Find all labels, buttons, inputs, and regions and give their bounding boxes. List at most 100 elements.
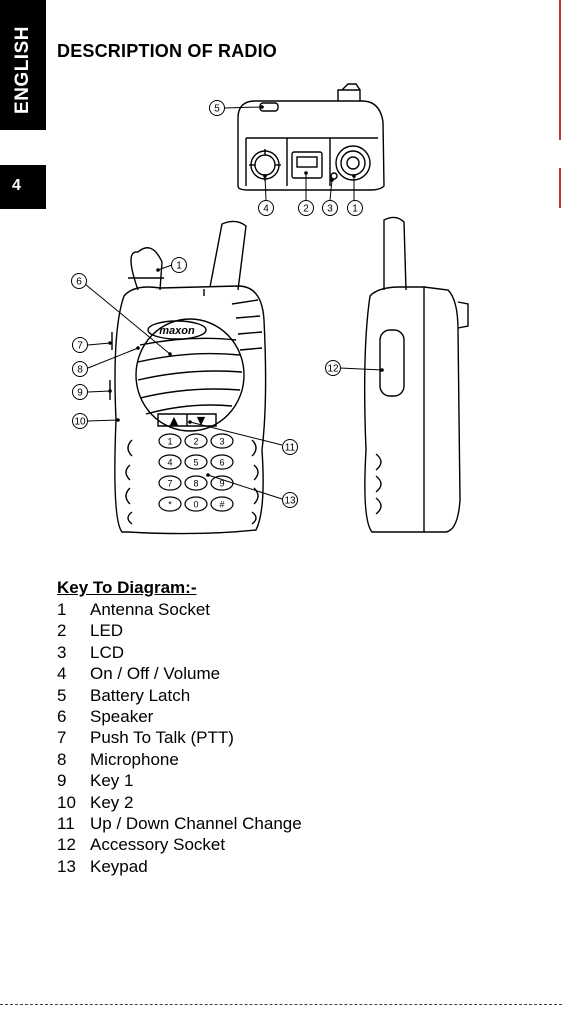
key-item-number: 10 xyxy=(57,792,90,813)
key-item-label: Antenna Socket xyxy=(90,600,210,619)
callout-10: 10 xyxy=(73,414,88,429)
keypad-key-label: 3 xyxy=(219,437,224,447)
key-item-label: Key 1 xyxy=(90,771,133,790)
key-item-number: 1 xyxy=(57,599,90,620)
callout-2: 2 xyxy=(299,201,314,216)
key-item-number: 5 xyxy=(57,685,90,706)
callout-6: 6 xyxy=(72,274,87,289)
callout-8: 8 xyxy=(73,362,88,377)
key-title: Key To Diagram:- xyxy=(57,578,197,598)
callout-number: 1 xyxy=(352,204,358,215)
key-item-label: Push To Talk (PTT) xyxy=(90,728,234,747)
keypad-key: 2 xyxy=(185,434,207,448)
callout-12: 12 xyxy=(326,361,341,376)
keypad-key-label: 5 xyxy=(193,458,198,468)
keypad-key: # xyxy=(211,497,233,511)
keypad-key-label: 2 xyxy=(193,437,198,447)
callout-number: 9 xyxy=(77,388,83,399)
key-item-label: Keypad xyxy=(90,857,148,876)
callout-number: 5 xyxy=(214,104,220,115)
key-item-number: 8 xyxy=(57,749,90,770)
keypad-key: 6 xyxy=(211,455,233,469)
keypad-key: 0 xyxy=(185,497,207,511)
keypad-key: 8 xyxy=(185,476,207,490)
callout-number: 10 xyxy=(74,417,86,428)
keypad-key: 1 xyxy=(159,434,181,448)
keypad-key: 4 xyxy=(159,455,181,469)
callout-7: 7 xyxy=(73,338,88,353)
key-item-number: 7 xyxy=(57,727,90,748)
down-arrow-key: ▼ xyxy=(197,414,206,427)
callout-number: 1 xyxy=(176,261,182,272)
key-item-label: Speaker xyxy=(90,707,153,726)
keypad-key-label: 4 xyxy=(167,458,172,468)
callout-number: 7 xyxy=(77,341,83,352)
callout-5: 5 xyxy=(210,101,225,116)
key-item-label: Accessory Socket xyxy=(90,835,225,854)
brand-logo: maxon xyxy=(159,325,195,337)
key-item-number: 12 xyxy=(57,834,90,855)
callout-number: 6 xyxy=(76,277,82,288)
callout-number: 13 xyxy=(284,496,296,507)
callout-1: 1 xyxy=(172,258,187,273)
keypad-key: 7 xyxy=(159,476,181,490)
keypad-key-label: 1 xyxy=(167,437,172,447)
key-item-label: Key 2 xyxy=(90,793,133,812)
key-item-label: Up / Down Channel Change xyxy=(90,814,302,833)
keypad-key-label: # xyxy=(219,500,224,510)
callout-9: 9 xyxy=(73,385,88,400)
keypad-key-label: * xyxy=(168,500,172,510)
bottom-rule xyxy=(0,1004,562,1005)
callout-number: 4 xyxy=(263,204,269,215)
top-view xyxy=(238,84,384,190)
side-view xyxy=(365,217,468,532)
key-item-label: Battery Latch xyxy=(90,686,190,705)
callout-13: 13 xyxy=(283,493,298,508)
key-item-number: 3 xyxy=(57,642,90,663)
callout-number: 12 xyxy=(327,364,339,375)
callout-4: 4 xyxy=(259,201,274,216)
keypad-key-label: 7 xyxy=(167,479,172,489)
keypad-key: 5 xyxy=(185,455,207,469)
key-item-number: 13 xyxy=(57,856,90,877)
keypad-key: 9 xyxy=(211,476,233,490)
callout-number: 3 xyxy=(327,204,333,215)
key-item-label: LCD xyxy=(90,643,124,662)
key-item-label: Microphone xyxy=(90,750,179,769)
keypad-key-label: 6 xyxy=(219,458,224,468)
key-item-number: 2 xyxy=(57,620,90,641)
callout-11: 11 xyxy=(283,440,298,455)
callout-1: 1 xyxy=(348,201,363,216)
callout-3: 3 xyxy=(323,201,338,216)
keypad-key-label: 8 xyxy=(193,479,198,489)
keypad-key-label: 0 xyxy=(193,500,198,510)
key-item-number: 6 xyxy=(57,706,90,727)
key-item-number: 4 xyxy=(57,663,90,684)
keypad-key: 3 xyxy=(211,434,233,448)
keypad: 1 2 3 4 5 6 7 8 9 * 0 # xyxy=(159,434,233,511)
callout-number: 8 xyxy=(77,365,83,376)
key-item-label: On / Off / Volume xyxy=(90,664,220,683)
key-item-number: 9 xyxy=(57,770,90,791)
callout-number: 2 xyxy=(303,204,309,215)
up-arrow-key: ▲ xyxy=(170,414,179,427)
keypad-key: * xyxy=(159,497,181,511)
key-item-label: LED xyxy=(90,621,123,640)
callout-number: 11 xyxy=(285,443,296,454)
key-item-number: 11 xyxy=(57,813,90,834)
